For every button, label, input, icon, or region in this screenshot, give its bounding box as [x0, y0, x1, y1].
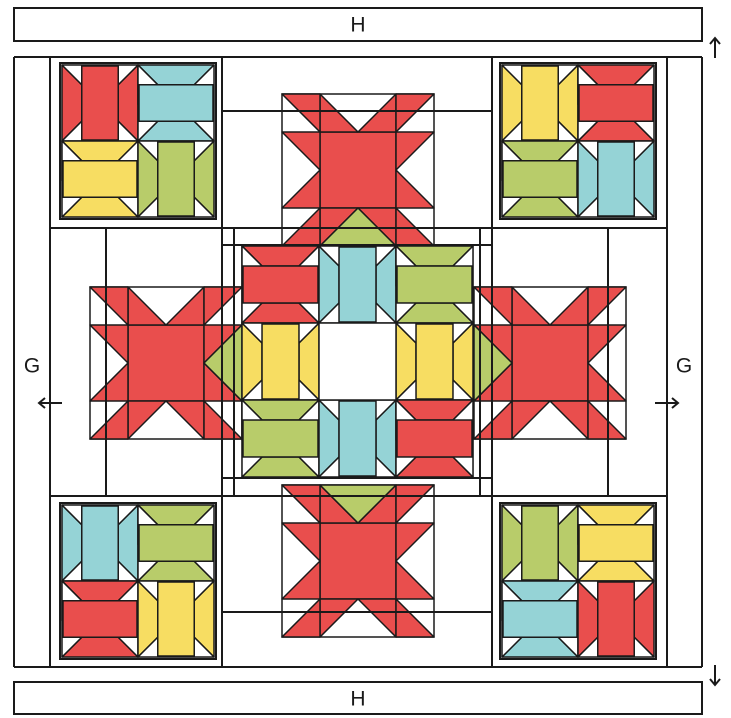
unit-rail: [243, 266, 318, 303]
unit-rail: [503, 601, 577, 637]
unit-rail: [522, 506, 558, 580]
unit-rail: [82, 506, 118, 580]
rail-unit: [578, 65, 654, 141]
star-center: [128, 325, 204, 401]
border-strip-top: H: [14, 8, 702, 41]
border-label-bottom: H: [350, 688, 365, 711]
unit-rail: [243, 420, 318, 457]
star-block-top: [282, 94, 434, 246]
quilt-blocks: [60, 63, 656, 659]
border-label-left: G: [24, 355, 40, 378]
center-rail-unit: [319, 400, 396, 477]
unit-rail: [82, 66, 118, 140]
star-block-right: [474, 287, 626, 439]
center-rail-unit: [242, 246, 319, 323]
rail-unit: [62, 141, 138, 217]
border-label-top: H: [350, 14, 365, 37]
unit-rail: [598, 582, 634, 656]
star-block-left: [90, 287, 242, 439]
unit-rail: [139, 85, 213, 121]
border-strip-left: G: [24, 57, 50, 667]
rail-unit: [62, 505, 138, 581]
unit-rail: [522, 66, 558, 140]
star-center: [320, 523, 396, 599]
unit-rail: [139, 525, 213, 561]
star-block-bottom: [282, 485, 434, 637]
rail-unit: [138, 141, 214, 217]
rail-unit: [138, 65, 214, 141]
center-rail-unit: [242, 323, 319, 400]
rail-unit: [138, 581, 214, 657]
unit-rail: [397, 266, 472, 303]
rail-unit: [578, 581, 654, 657]
arrow-down-icon: [710, 665, 720, 685]
unit-rail: [339, 247, 376, 322]
rail-unit: [62, 65, 138, 141]
border-label-right: G: [676, 355, 692, 378]
center-rail-unit: [396, 323, 473, 400]
unit-rail: [579, 525, 653, 561]
unit-rail: [158, 582, 194, 656]
unit-rail: [598, 142, 634, 216]
rail-unit: [502, 65, 578, 141]
center-rail-unit: [396, 400, 473, 477]
rail-unit: [502, 141, 578, 217]
rail-unit: [502, 505, 578, 581]
unit-rail: [63, 161, 137, 197]
unit-rail: [339, 401, 376, 476]
center-rail-unit: [319, 246, 396, 323]
rail-unit: [502, 581, 578, 657]
unit-rail: [397, 420, 472, 457]
border-strip-right: G: [667, 57, 692, 667]
arrow-up-icon: [710, 38, 720, 58]
border-strip-bottom: H: [14, 682, 702, 714]
unit-rail: [579, 85, 653, 121]
unit-rail: [503, 161, 577, 197]
unit-rail: [63, 601, 137, 637]
unit-rail: [416, 324, 453, 399]
center-rail-unit: [242, 400, 319, 477]
unit-rail: [262, 324, 299, 399]
rail-unit: [578, 141, 654, 217]
rail-unit: [578, 505, 654, 581]
rail-unit: [62, 581, 138, 657]
center-rail-unit: [396, 246, 473, 323]
rail-unit: [138, 505, 214, 581]
center-empty-square: [319, 323, 396, 400]
star-center: [512, 325, 588, 401]
unit-rail: [158, 142, 194, 216]
star-center: [320, 132, 396, 208]
